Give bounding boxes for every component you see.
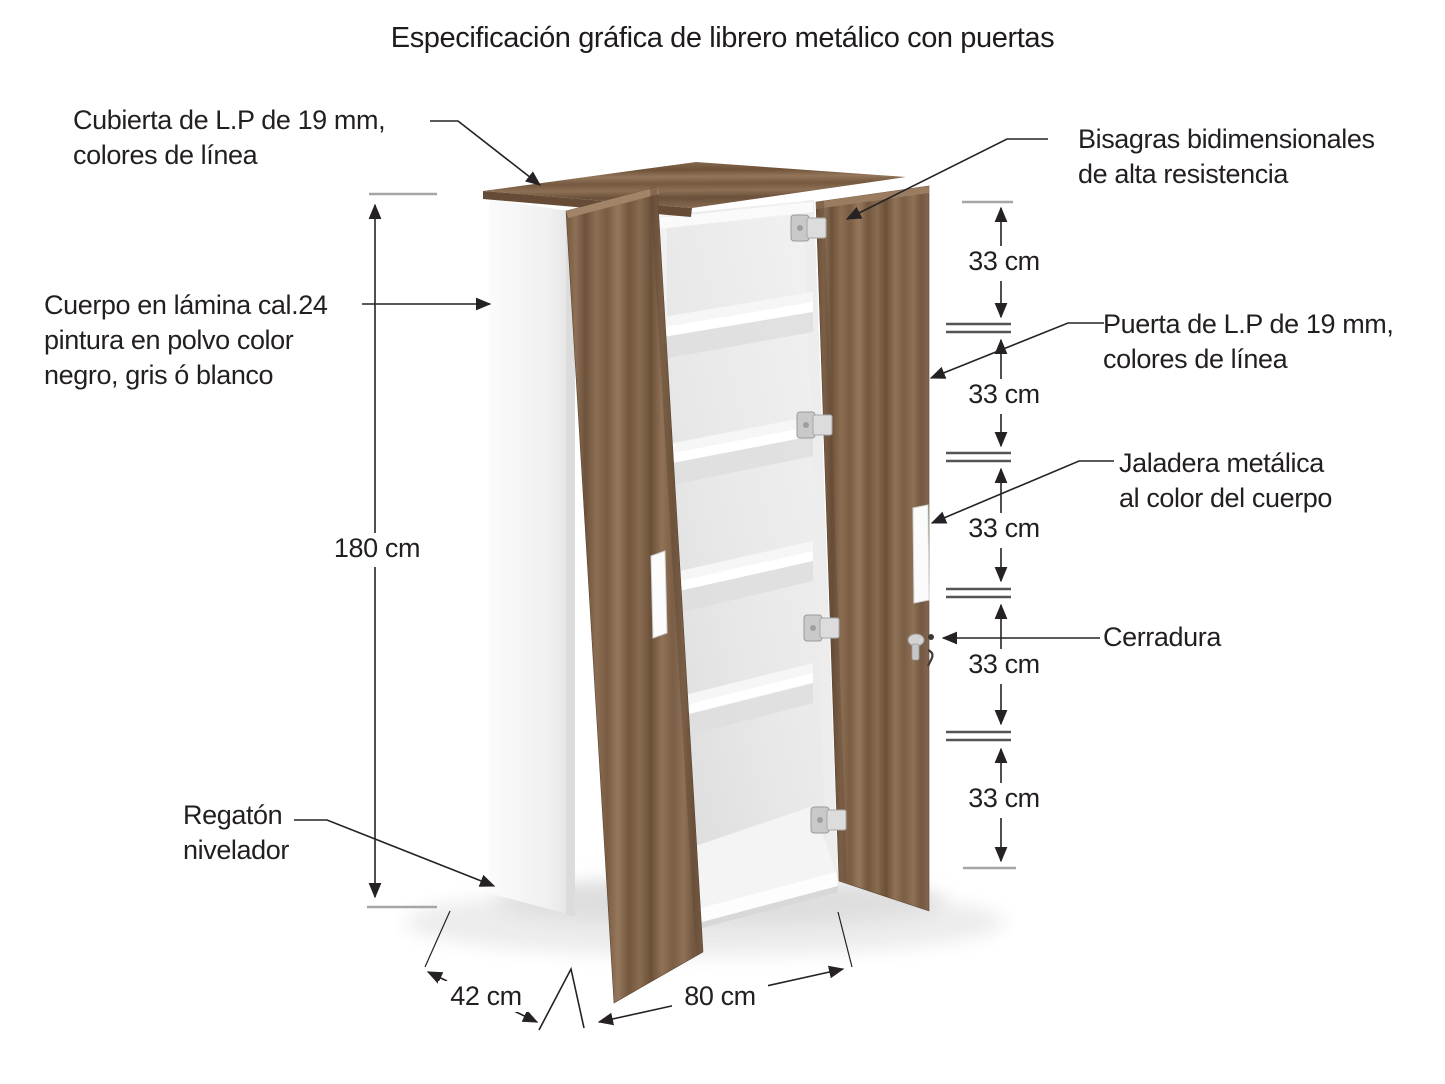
- shelf-level-marks: [946, 322, 1011, 742]
- dim-shelf-label-2: 33 cm: [957, 379, 1051, 410]
- right-door: [790, 185, 934, 912]
- annotation-cubierta: Cubierta de L.P de 19 mm, colores de lín…: [73, 105, 386, 171]
- hinge-icon: [810, 806, 847, 834]
- dim-height-label: 180 cm: [325, 533, 429, 564]
- handle-right: [912, 504, 930, 604]
- dim-chain-shelves: [946, 200, 1016, 870]
- handle-left: [650, 550, 668, 639]
- annotation-jaladera: Jaladera metálica al color del cuerpo: [1119, 448, 1333, 514]
- cabinet-illustration: [483, 162, 934, 1004]
- leader-line-regaton: [294, 819, 496, 887]
- annotation-bisagras: Bisagras bidimensionales de alta resiste…: [1078, 124, 1375, 190]
- leader-line-jaladera: [930, 460, 1114, 524]
- cabinet-interior: [656, 200, 838, 936]
- cabinet-side-panel: [489, 199, 575, 916]
- shelf: [657, 292, 813, 360]
- dim-line-width: [597, 911, 853, 1026]
- page-title: Especificación gráfica de librero metáli…: [390, 22, 1055, 54]
- hinge-icon: [803, 614, 840, 642]
- shelf: [657, 541, 813, 618]
- shelf: [657, 663, 813, 744]
- dim-shelf-label-5: 33 cm: [957, 783, 1051, 814]
- annotation-puerta: Puerta de L.P de 19 mm, colores de línea: [1103, 309, 1394, 375]
- annotation-cerradura: Cerradura: [1103, 622, 1221, 652]
- hinge-icon: [796, 411, 833, 439]
- leader-line-cubierta: [430, 120, 542, 186]
- dim-line-height: [367, 192, 437, 909]
- leader-line-bisagras: [845, 138, 1048, 220]
- dim-shelf-label-1: 33 cm: [957, 246, 1051, 277]
- dim-line-depth: [424, 910, 539, 1023]
- annotation-cuerpo: Cuerpo en lámina cal.24 pintura en polvo…: [44, 290, 328, 391]
- left-door: [565, 186, 704, 1004]
- leader-lines: [294, 120, 1114, 887]
- cabinet-floor: [660, 806, 838, 936]
- hinge-icon: [790, 214, 827, 242]
- dim-depth-label: 42 cm: [438, 981, 534, 1012]
- dim-break-mark: [538, 966, 585, 1031]
- lock-icon: [907, 633, 934, 667]
- leader-line-puerta: [929, 322, 1104, 379]
- dim-width-label: 80 cm: [672, 981, 768, 1012]
- shelf: [657, 416, 813, 488]
- dim-shelf-label-3: 33 cm: [957, 513, 1051, 544]
- dim-shelf-label-4: 33 cm: [957, 649, 1051, 680]
- annotation-regaton: Regatón nivelador: [183, 800, 289, 866]
